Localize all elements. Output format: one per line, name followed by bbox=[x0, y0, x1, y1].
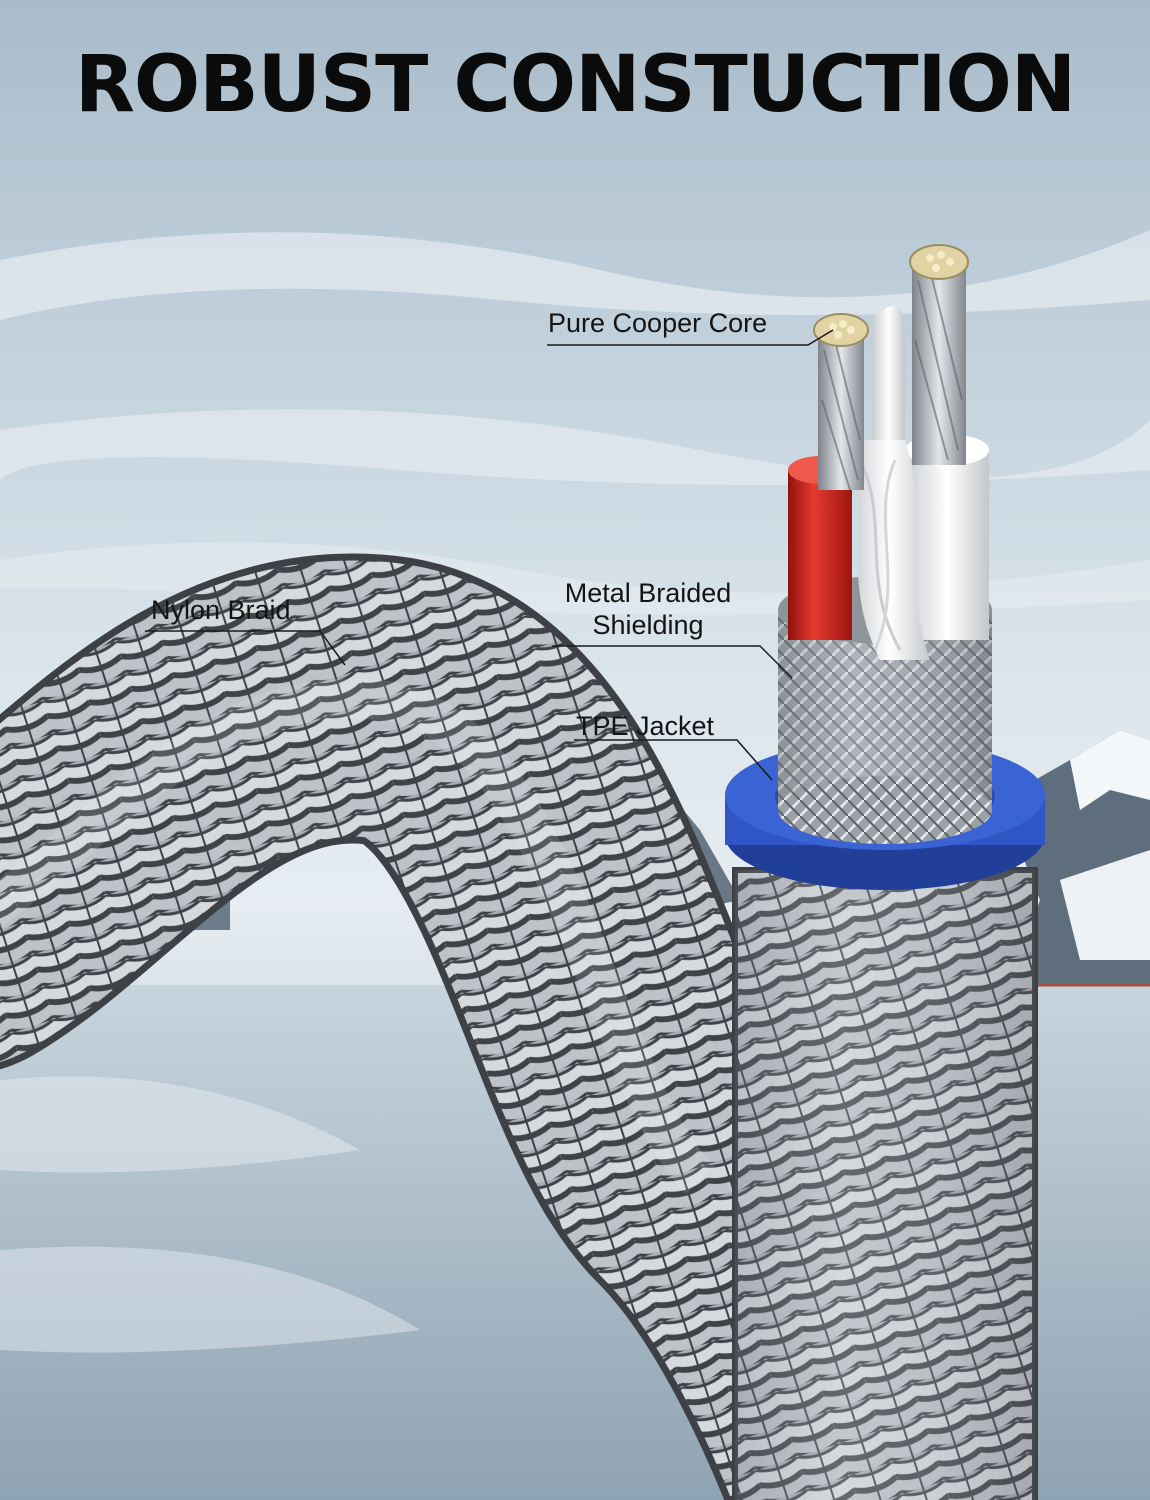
label-tpe-jacket: TPE Jacket bbox=[576, 711, 715, 741]
label-metal-braided: Metal Braided bbox=[564, 578, 732, 608]
leader-jacket bbox=[574, 739, 773, 781]
label-pure-copper-core: Pure Cooper Core bbox=[548, 308, 768, 338]
leader-shielding bbox=[552, 645, 793, 679]
label-nylon-braid: Nylon Braid bbox=[151, 595, 291, 625]
leader-core bbox=[547, 329, 834, 346]
page-title: ROBUST CONSTUCTION bbox=[74, 40, 1076, 130]
label-shielding: Shielding bbox=[592, 610, 704, 640]
leader-braid bbox=[145, 630, 346, 666]
